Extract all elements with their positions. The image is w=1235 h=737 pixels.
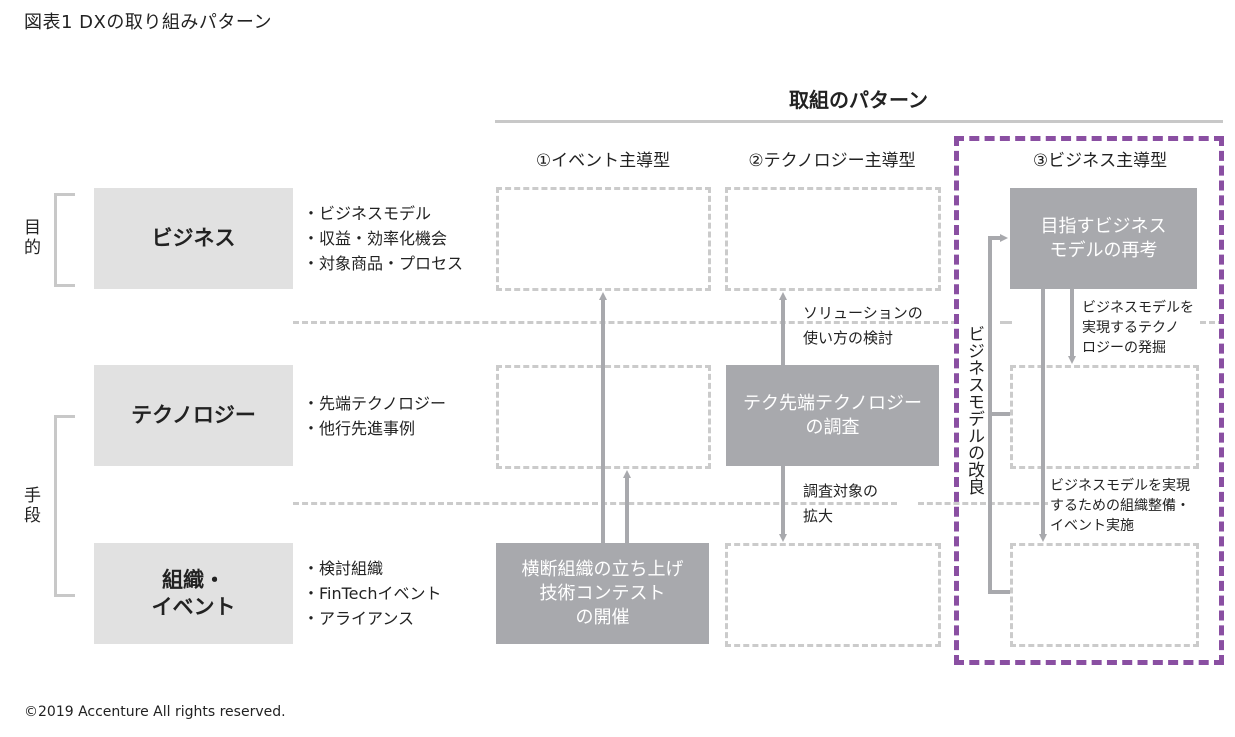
annotation-improve-model: ビジネスモデルの改良 — [964, 325, 984, 495]
cell-event-business — [496, 187, 711, 291]
annotation-org-setup: ビジネスモデルを実現 するための組織整備・ イベント実施 — [1050, 476, 1190, 536]
column-head-event: ①イベント主導型 — [535, 151, 671, 171]
bullets-technology: ・先端テクノロジー ・他行先進事例 — [303, 391, 446, 441]
annotation-expand-scope: 調査対象の 拡大 — [803, 479, 878, 529]
cell-tech-org — [725, 543, 941, 647]
cell-event-org-line3: の開催 — [575, 606, 630, 628]
column-head-business: ③ビジネス主導型 — [1032, 151, 1168, 171]
side-label-purpose: 目的 — [24, 218, 41, 258]
heading-rule — [495, 120, 1223, 123]
row-header-business: ビジネス — [94, 188, 293, 289]
figure-title: 図表1 DXの取り組みパターン — [24, 12, 272, 33]
cell-event-technology — [496, 365, 711, 469]
bullet-item: ・アライアンス — [303, 609, 415, 628]
bullet-item: ・検討組織 — [303, 559, 384, 578]
bullets-business: ・ビジネスモデル ・収益・効率化機会 ・対象商品・プロセス — [303, 201, 463, 276]
bullet-item: ・先端テクノロジー — [303, 394, 447, 413]
cell-biz-biz-line2: モデルの再考 — [1049, 239, 1158, 261]
column-head-technology: ②テクノロジー主導型 — [748, 151, 916, 171]
row-header-org-event: 組織・ イベント — [94, 543, 293, 644]
cell-tech-business — [725, 187, 941, 291]
purpose-bracket — [54, 193, 75, 287]
annotation-solution-use: ソリューションの 使い方の検討 — [803, 301, 923, 351]
row-header-org-event-line2: イベント — [151, 594, 236, 619]
pattern-heading: 取組のパターン — [789, 88, 928, 112]
copyright-notice: ©2019 Accenture All rights reserved. — [24, 704, 286, 720]
annotation-line: ロジーの発掘 — [1082, 340, 1166, 356]
bullet-item: ・ビジネスモデル — [303, 204, 432, 223]
cell-biz-org — [1010, 543, 1199, 647]
annotation-line: するための組織整備・ — [1050, 498, 1190, 514]
cell-biz-biz-line1: 目指すビジネス — [1040, 215, 1167, 237]
cell-tech-technology-active: テク先端テクノロジー の調査 — [726, 365, 939, 466]
row-separator-2b — [918, 502, 1048, 505]
cell-tech-tech-line1: テク先端テクノロジー — [743, 392, 922, 414]
annotation-line: ビジネスモデルを — [1082, 300, 1194, 316]
annotation-line: イベント実施 — [1050, 518, 1134, 534]
bullet-item: ・FinTechイベント — [303, 584, 442, 603]
cell-event-org-line2: 技術コンテスト — [539, 582, 666, 604]
bullet-item: ・収益・効率化機会 — [303, 229, 448, 248]
cell-biz-business-active: 目指すビジネス モデルの再考 — [1010, 188, 1197, 289]
row-header-org-event-line1: 組織・ — [162, 568, 225, 593]
row-header-technology-label: テクノロジー — [131, 403, 256, 428]
annotation-line: ソリューションの — [803, 304, 923, 322]
row-separator-1a — [293, 321, 957, 324]
row-separator-1c — [1200, 321, 1224, 324]
side-label-means: 手段 — [24, 486, 41, 526]
row-header-business-label: ビジネス — [151, 226, 236, 251]
annotation-line: 拡大 — [803, 507, 834, 525]
bullet-item: ・他行先進事例 — [303, 419, 416, 438]
row-header-technology: テクノロジー — [94, 365, 293, 466]
row-separator-2a — [293, 502, 897, 505]
cell-biz-technology — [1010, 365, 1199, 469]
means-bracket — [54, 415, 75, 597]
annotation-line: 調査対象の — [803, 482, 879, 500]
business-driven-highlight-frame — [954, 136, 1224, 665]
annotation-line: 使い方の検討 — [803, 329, 894, 347]
cell-event-org-line1: 横断組織の立ち上げ — [521, 558, 684, 580]
annotation-line: ビジネスモデルを実現 — [1050, 478, 1190, 494]
cell-tech-tech-line2: の調査 — [805, 416, 860, 438]
annotation-line: 実現するテクノ — [1082, 320, 1180, 336]
bullets-org-event: ・検討組織 ・FinTechイベント ・アライアンス — [303, 556, 441, 631]
cell-event-org-active: 横断組織の立ち上げ 技術コンテスト の開催 — [496, 543, 709, 644]
bullet-item: ・対象商品・プロセス — [303, 254, 464, 273]
annotation-discover-tech: ビジネスモデルを 実現するテクノ ロジーの発掘 — [1082, 298, 1194, 358]
